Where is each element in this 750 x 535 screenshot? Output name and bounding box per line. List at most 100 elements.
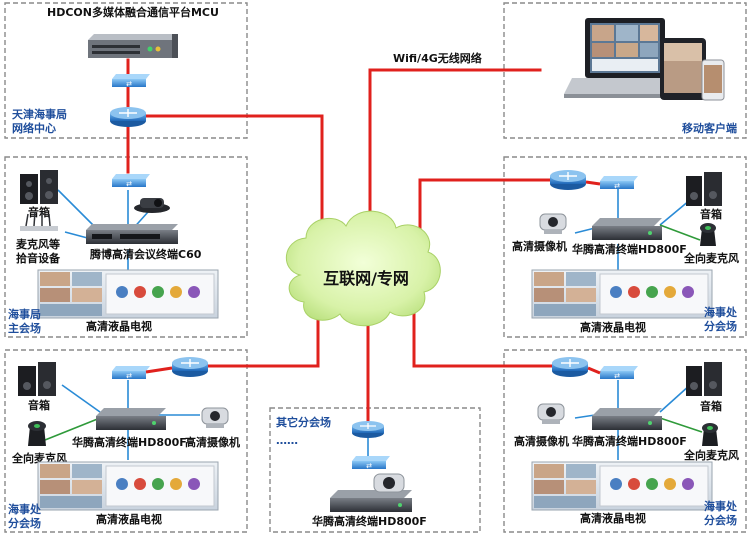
main-terminal-label: 腾博高清会议终端C60 — [90, 247, 202, 261]
lb-speaker-label: 音箱 — [28, 398, 50, 412]
tianjin-name-2: 网络中心 — [12, 121, 56, 135]
terminal-hd800f — [592, 218, 662, 240]
link-cloud-left-bottom — [206, 298, 320, 368]
rb-venue-name-1: 海事处 — [704, 499, 738, 513]
lb-tv-label: 高清液晶电视 — [96, 512, 162, 526]
svg-text:⇄: ⇄ — [614, 372, 620, 380]
wireless-label: Wifi/4G无线网络 — [393, 51, 482, 65]
microphone-icon — [20, 211, 58, 231]
camera-icon — [134, 198, 170, 213]
main-mic-label-1: 麦克风等 — [16, 237, 60, 251]
lb-camera-label: 高清摄像机 — [185, 435, 240, 449]
omni-mic-icon — [700, 223, 716, 246]
camera-icon — [201, 407, 229, 428]
box-left-bottom — [4, 349, 248, 533]
terminal-c60 — [86, 224, 178, 244]
switch-icon: ⇄ — [352, 456, 390, 470]
camera-icon — [539, 213, 567, 234]
rb-camera-label: 高清摄像机 — [514, 434, 569, 448]
lb-terminal-label: 华腾高清终端HD800F — [72, 435, 187, 449]
speaker-icon — [686, 172, 722, 206]
mic-links — [44, 224, 703, 441]
rt-terminal-label: 华腾高清终端HD800F — [572, 242, 687, 256]
switch-icon: ⇄ — [112, 174, 150, 188]
cloud-label: 互联网/专网 — [323, 269, 409, 288]
tv-screen — [531, 269, 713, 319]
tianjin-name-1: 天津海事局 — [12, 107, 67, 121]
right-bottom-venue: ⇄ 音箱 高清摄像机 华腾高清终端HD800F — [514, 357, 739, 527]
laptop-icon — [564, 18, 686, 98]
svg-text:⇄: ⇄ — [126, 80, 132, 88]
box-right-bottom — [503, 349, 747, 533]
router-icon — [352, 421, 384, 438]
omni-mic-icon — [28, 421, 46, 446]
speaker-icon — [686, 362, 722, 396]
rt-speaker-label: 音箱 — [700, 207, 722, 221]
tablet-icon — [660, 38, 706, 100]
router-icon — [552, 357, 588, 377]
link-cloud-wireless — [368, 68, 542, 234]
rt-venue-name-2: 分会场 — [704, 319, 737, 333]
other-venue: 其它分会场 …… ⇄ 华腾高清终端HD800F — [276, 415, 427, 528]
mobile-label: 移动客户端 — [682, 121, 737, 135]
mcu-server — [88, 34, 178, 58]
switch-icon: ⇄ — [600, 366, 638, 380]
main-venue: ⇄ 音箱 麦克风等 拾音设备 — [8, 170, 219, 335]
tv-screen — [531, 461, 713, 511]
link-tianjin-cloud — [144, 114, 324, 247]
router-icon — [172, 357, 208, 377]
svg-text:⇄: ⇄ — [614, 182, 620, 190]
rt-mic-label: 全向麦克风 — [683, 251, 739, 265]
switch-icon: ⇄ — [112, 74, 150, 88]
left-bottom-venue: ⇄ 音箱 全向麦克风 华腾高清终端HD8 — [8, 357, 240, 530]
main-venue-name-2: 主会场 — [8, 321, 41, 335]
tv-screen — [37, 269, 219, 319]
box-right-top — [503, 156, 747, 338]
internet-cloud: 互联网/专网 — [285, 210, 441, 327]
tianjin-center: HDCON多媒体融合通信平台MCU ⇄ 天津海事局 网络中心 — [12, 5, 219, 135]
router-icon — [110, 107, 146, 127]
router-icon — [550, 170, 586, 190]
box-mobile — [503, 2, 747, 139]
other-terminal-label: 华腾高清终端HD800F — [312, 514, 427, 528]
terminal-hd800f — [96, 408, 166, 430]
tv-screen — [37, 461, 219, 511]
camera-icon — [537, 403, 565, 424]
omni-mic-icon — [702, 423, 718, 446]
link-cloud-right-bottom — [412, 298, 555, 368]
main-tv-label: 高清液晶电视 — [86, 319, 152, 333]
speaker-icon — [20, 170, 58, 204]
lb-venue-name-2: 分会场 — [8, 516, 41, 530]
phone-icon — [701, 59, 725, 101]
terminal-hd800f — [592, 408, 662, 430]
rb-speaker-label: 音箱 — [700, 399, 722, 413]
rb-mic-label: 全向麦克风 — [683, 448, 739, 462]
terminal-hd800f — [330, 490, 412, 512]
mobile-clients: 移动客户端 — [564, 18, 737, 135]
svg-text:⇄: ⇄ — [126, 372, 132, 380]
speaker-icon — [18, 362, 56, 396]
other-name-1: 其它分会场 — [276, 415, 331, 429]
box-main-venue — [4, 156, 248, 338]
camera-icon — [373, 473, 405, 493]
svg-text:⇄: ⇄ — [366, 462, 372, 470]
mcu-title: HDCON多媒体融合通信平台MCU — [47, 5, 219, 19]
switch-icon: ⇄ — [112, 366, 150, 380]
other-name-2: …… — [276, 434, 298, 447]
rt-camera-label: 高清摄像机 — [512, 239, 567, 253]
rb-terminal-label: 华腾高清终端HD800F — [572, 434, 687, 448]
rb-venue-name-2: 分会场 — [704, 513, 737, 527]
switch-icon: ⇄ — [600, 176, 638, 190]
main-mic-label-2: 拾音设备 — [16, 251, 61, 265]
right-top-venue: ⇄ 高清摄像机 华腾高清终端HD800F 音箱 — [512, 170, 739, 334]
box-other — [269, 407, 481, 533]
rb-tv-label: 高清液晶电视 — [580, 511, 646, 525]
network-links — [126, 58, 555, 422]
main-venue-name-1: 海事局 — [8, 307, 41, 321]
rt-tv-label: 高清液晶电视 — [580, 320, 646, 334]
svg-text:⇄: ⇄ — [126, 180, 132, 188]
box-tianjin-center — [4, 2, 248, 139]
lb-venue-name-1: 海事处 — [8, 502, 42, 516]
